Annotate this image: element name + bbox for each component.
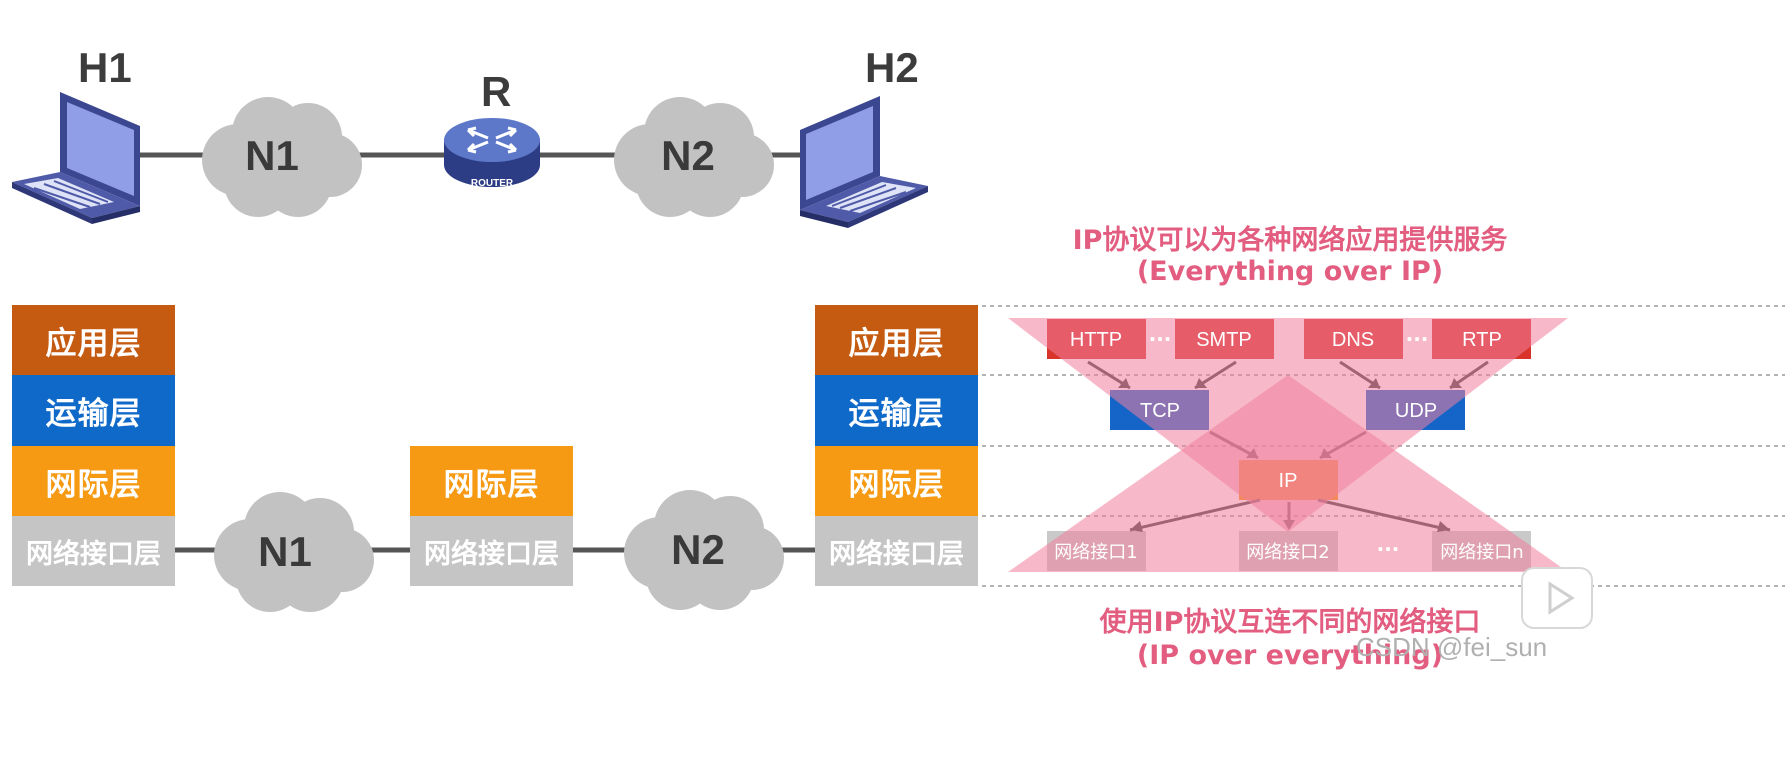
router-icon: ROUTER <box>444 118 540 189</box>
h1-internet-layer: 网际层 <box>12 446 175 516</box>
h2-application-layer: 应用层 <box>815 305 978 375</box>
everything-over-ip-title: IP协议可以为各种网络应用提供服务 <box>1072 225 1508 256</box>
h2-internet-layer: 网际层 <box>815 446 978 516</box>
rtp-label: RTP <box>1462 329 1502 351</box>
play-button-icon[interactable] <box>1521 567 1593 629</box>
tcp-label: TCP <box>1140 400 1180 422</box>
router-label: R <box>481 68 512 115</box>
ellipsis-interface: ··· <box>1377 537 1400 561</box>
udp-label: UDP <box>1395 400 1437 422</box>
interfacen-label: 网络接口n <box>1440 542 1523 563</box>
host-label-h1: H1 <box>78 44 132 91</box>
cloud-label-n2-bottom: N2 <box>671 526 725 573</box>
router-badge: ROUTER <box>471 178 514 189</box>
router-internet-layer: 网际层 <box>410 446 573 516</box>
h1-application-layer: 应用层 <box>12 305 175 375</box>
ip-over-everything-subtitle: (IP over everything) <box>1136 640 1444 671</box>
csdn-watermark: CSDN @fei_sun <box>1356 632 1548 662</box>
h2-transport-layer: 运输层 <box>815 375 978 446</box>
interface1-label: 网络接口1 <box>1054 542 1137 563</box>
ip-over-everything-triangle <box>1008 375 1568 572</box>
smtp-label: SMTP <box>1196 329 1252 351</box>
ellipsis-app-2: ··· <box>1406 327 1429 351</box>
ip-label: IP <box>1279 470 1298 492</box>
host-label-h2: H2 <box>865 44 919 91</box>
cloud-label-n1-top: N1 <box>245 132 299 179</box>
cloud-label-n1-bottom: N1 <box>258 528 312 575</box>
h1-network-interface-layer: 网络接口层 <box>12 516 175 586</box>
h1-transport-layer: 运输层 <box>12 375 175 446</box>
ip-over-everything-title: 使用IP协议互连不同的网络接口 <box>1099 607 1481 638</box>
interface2-label: 网络接口2 <box>1246 542 1329 563</box>
dns-label: DNS <box>1332 329 1374 351</box>
laptop-h2-icon <box>799 95 929 229</box>
h2-network-interface-layer: 网络接口层 <box>815 516 978 586</box>
http-label: HTTP <box>1070 329 1122 351</box>
everything-over-ip-subtitle: (Everything over IP) <box>1136 256 1444 287</box>
ellipsis-app-1: ··· <box>1149 327 1172 351</box>
cloud-label-n2-top: N2 <box>661 132 715 179</box>
router-network-interface-layer: 网络接口层 <box>410 516 573 586</box>
laptop-h1-icon <box>11 91 141 225</box>
